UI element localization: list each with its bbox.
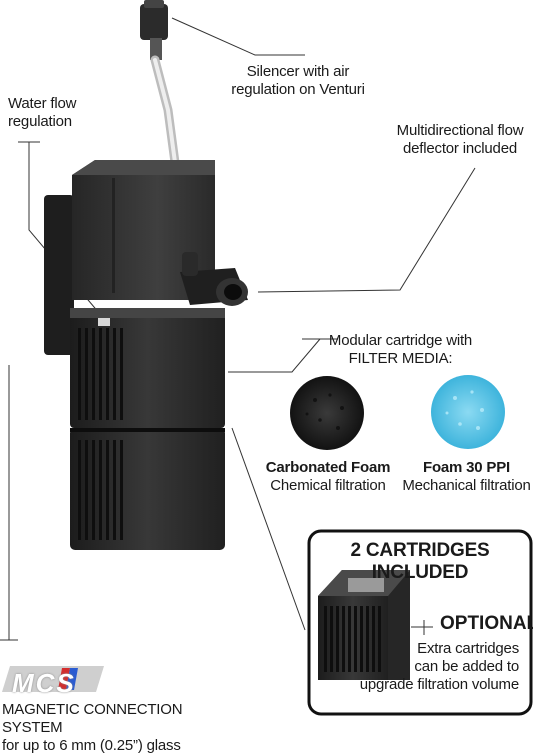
cartridge-line-1: Modular cartridge with — [328, 332, 473, 349]
cartridge-module-2 — [70, 428, 225, 550]
blue-foam-disc — [431, 375, 505, 449]
carbon-foam-desc: Chemical filtration — [270, 477, 386, 494]
cartridges-box-title: 2 CARTRIDGES INCLUDED — [350, 540, 490, 583]
cartridge-callout: Modular cartridge with FILTER MEDIA: — [318, 332, 483, 368]
water-flow-callout: Water flow regulation — [8, 95, 118, 131]
optional-note-line-2: can be added to — [414, 658, 519, 675]
silencer-callout: Silencer with air regulation on Venturi — [213, 63, 383, 99]
blue-foam-name: Foam 30 PPI — [422, 459, 510, 476]
water-flow-line-2: regulation — [8, 113, 72, 130]
leader-lines — [0, 17, 476, 641]
mcs-line-2: for up to 6 mm (0.25”) glass — [2, 737, 181, 754]
flow-knob — [98, 318, 110, 326]
deflector-line-2: deflector included — [403, 140, 517, 157]
optional-note-line-3: upgrade filtration volume — [359, 676, 519, 693]
cartridge-line-2: FILTER MEDIA: — [348, 350, 453, 367]
optional-note-line-1: Extra cartridges — [417, 640, 519, 657]
mcs-logo-text: MCS — [12, 668, 76, 698]
silencer-line-2: regulation on Venturi — [231, 81, 365, 98]
blue-foam-label: Foam 30 PPI Mechanical filtration — [400, 459, 533, 495]
cartridge-module-1 — [70, 308, 225, 428]
carbon-foam-label: Carbonated Foam Chemical filtration — [262, 459, 394, 495]
mount-plate — [44, 195, 74, 355]
deflector-callout: Multidirectional flow deflector included — [390, 122, 530, 158]
cartridge-photo — [318, 570, 410, 680]
optional-note: Extra cartridges can be added to upgrade… — [359, 640, 519, 694]
cartridges-box-frame — [307, 529, 533, 716]
carbon-foam-name: Carbonated Foam — [265, 459, 391, 476]
mcs-logo — [0, 664, 104, 694]
mcs-description: MAGNETIC CONNECTION SYSTEM for up to 6 m… — [2, 701, 232, 755]
mcs-line-1: MAGNETIC CONNECTION SYSTEM — [2, 701, 183, 736]
deflector-line-1: Multidirectional flow — [396, 122, 524, 139]
motor-housing — [72, 160, 215, 300]
water-flow-line-1: Water flow — [8, 95, 77, 112]
optional-label: OPTIONAL — [440, 613, 533, 634]
silencer-line-1: Silencer with air — [246, 63, 350, 80]
carbon-foam-disc — [290, 376, 364, 450]
blue-foam-desc: Mechanical filtration — [402, 477, 531, 494]
deflector-nozzle — [180, 252, 248, 306]
